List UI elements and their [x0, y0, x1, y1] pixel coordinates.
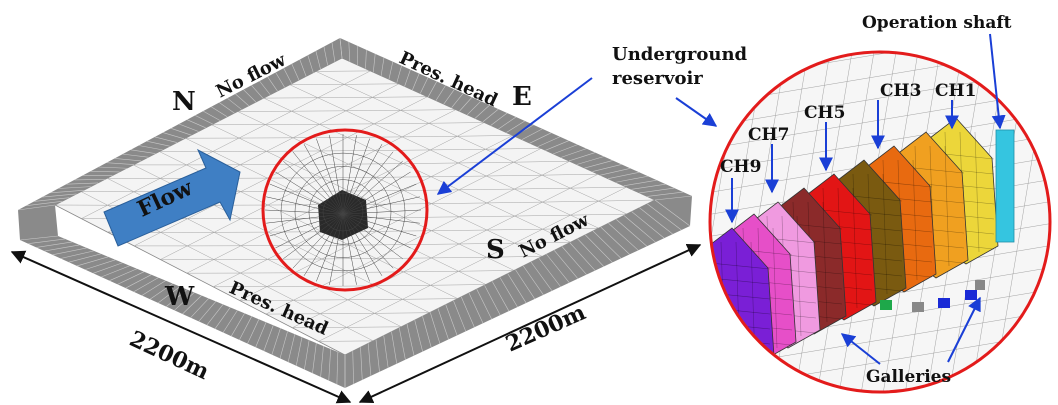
zoom-pointer-arrow [675, 97, 718, 127]
chamber-label-ch9: CH9 [720, 157, 761, 177]
underground-reservoir-label: Underground reservoir [612, 44, 753, 89]
chamber-label-ch7: CH7 [748, 125, 789, 145]
dimension-arrow-south [358, 243, 702, 404]
compass-south: S [486, 235, 505, 265]
gallery-block [965, 290, 977, 300]
galleries-label: Galleries [866, 367, 951, 387]
zoom-view: CH1 CH3 CH5 CH7 CH9 Operation shaft Gall… [708, 13, 1052, 394]
compass-east: E [512, 82, 532, 112]
chamber-label-ch5: CH5 [804, 103, 845, 123]
gallery-block [938, 298, 950, 308]
chambers-group [710, 117, 999, 375]
operation-shaft-label: Operation shaft [862, 13, 1012, 33]
galleries-arrow-left [840, 333, 881, 365]
gallery-block [912, 302, 924, 312]
zoom-circle-border [708, 50, 1052, 394]
chamber-label-ch3: CH3 [880, 81, 921, 101]
compass-west: W [164, 282, 195, 312]
chamber-label-ch1: CH1 [935, 81, 976, 101]
operation-shaft [995, 129, 1015, 243]
reservoir-pointer-arrow [436, 77, 593, 195]
gallery-block [880, 300, 892, 310]
gallery-block [975, 280, 985, 290]
dimension-arrow-west [10, 250, 352, 404]
galleries-arrow-right [947, 296, 981, 363]
compass-north: N [172, 87, 196, 117]
domain-model: Flow N E S W No flow Pres. head No flow … [10, 37, 702, 404]
flow-arrow: Flow [103, 148, 241, 247]
operation-shaft-arrow [989, 33, 1006, 130]
